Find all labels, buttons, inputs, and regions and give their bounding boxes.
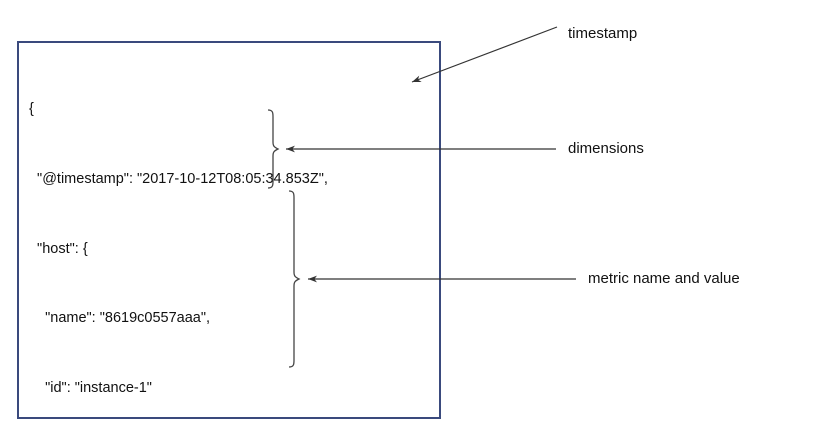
json-line: { bbox=[29, 101, 34, 118]
annotation-label-timestamp: timestamp bbox=[568, 25, 638, 42]
json-line-timestamp: "@timestamp": "2017-10-12T08:05:34.853Z"… bbox=[29, 171, 328, 187]
json-line-host-open: "host": { bbox=[29, 240, 88, 257]
json-code-block: { "@timestamp": "2017-10-12T08:05:34.853… bbox=[29, 52, 328, 437]
json-line-host-id: "id": "instance-1" bbox=[29, 379, 152, 396]
annotation-label-metric: metric name and value bbox=[588, 270, 740, 287]
json-document-box: { "@timestamp": "2017-10-12T08:05:34.853… bbox=[17, 41, 441, 419]
json-line-host-name: "name": "8619c0557aaa", bbox=[29, 310, 211, 327]
annotation-label-dimensions: dimensions bbox=[568, 140, 644, 157]
